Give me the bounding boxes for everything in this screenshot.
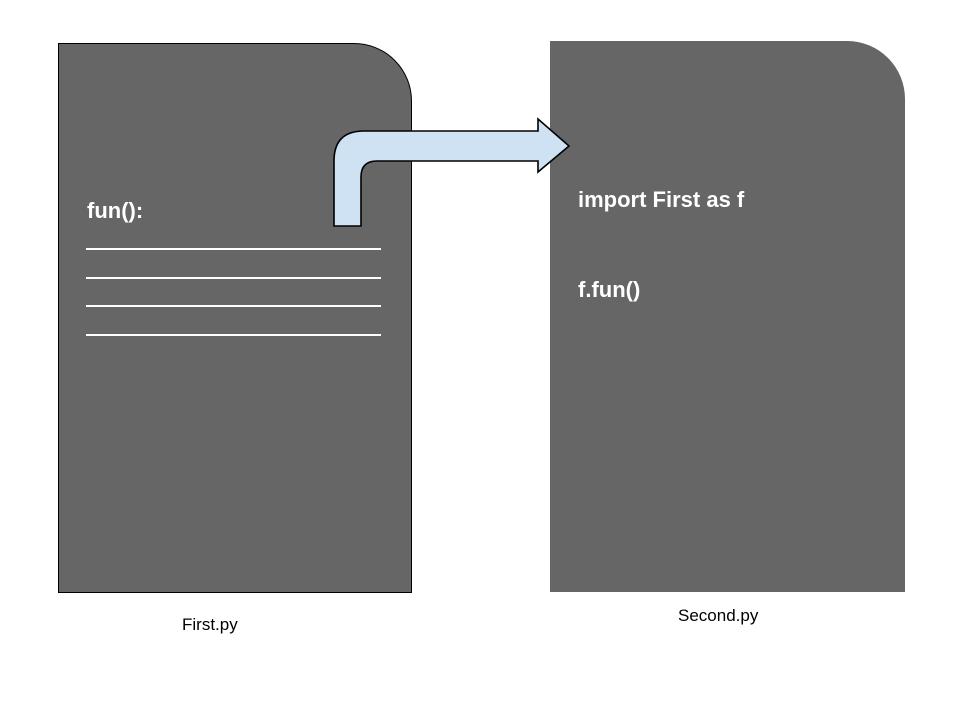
import-statement-line: import First as f (578, 187, 745, 212)
code-placeholder-line (86, 248, 381, 250)
code-placeholder-lines (86, 248, 381, 362)
code-placeholder-line (86, 276, 381, 279)
second-py-filename-label: Second.py (678, 606, 759, 625)
first-py-card: fun(): (58, 43, 412, 593)
import-code-block: import First as f f.fun() (578, 125, 744, 365)
fun-definition-label: fun(): (87, 198, 144, 223)
first-py-filename-label: First.py (182, 615, 238, 634)
code-placeholder-line (86, 333, 381, 336)
function-call-line: f.fun() (578, 277, 641, 302)
code-placeholder-line (86, 305, 381, 307)
second-py-card: import First as f f.fun() (550, 41, 905, 592)
